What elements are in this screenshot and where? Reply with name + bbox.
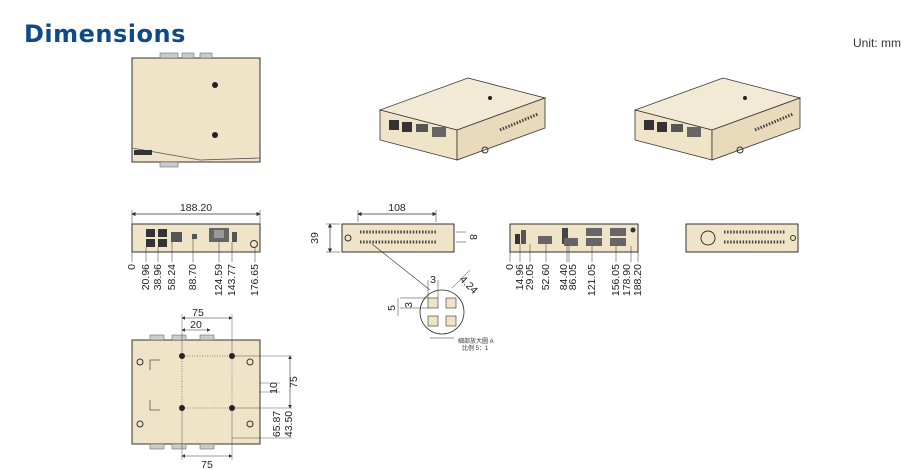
detail-dim-4: 3 — [403, 302, 415, 308]
bottom-dim-right-43-50: 43.50 — [283, 411, 295, 437]
bottom-dim-bottom-75: 75 — [201, 459, 213, 470]
bottom-dim-right-10: 10 — [268, 382, 280, 394]
rear-view: 0 14.96 29.05 52.60 84.40 86.05 121.05 1… — [504, 223, 644, 296]
detail-dim-2: 4.24 — [457, 274, 480, 297]
iso-view-left — [378, 77, 547, 161]
front-tick: 38.96 — [152, 264, 164, 290]
front-tick: 88.70 — [187, 264, 199, 290]
front-view: 188.20 0 20.96 38.96 58.24 88.70 124.59 … — [126, 202, 261, 296]
side-height-label: 39 — [309, 232, 321, 244]
front-tick: 176.65 — [249, 264, 261, 296]
front-width-label: 188.20 — [180, 202, 212, 214]
side-view-right — [685, 223, 799, 253]
rear-tick: 29.05 — [524, 264, 536, 290]
page-title: Dimensions — [24, 20, 186, 48]
rear-tick: 86.05 — [567, 264, 579, 290]
unit-label: Unit: mm — [853, 36, 901, 50]
bottom-dim-right-65-87: 65.87 — [271, 411, 283, 437]
detail-dim-3: 5 — [386, 305, 398, 311]
front-tick: 58.24 — [166, 264, 178, 290]
side-offset-label: 8 — [467, 234, 479, 240]
bottom-dim-top-75: 75 — [192, 307, 204, 319]
bottom-view: 75 20 10 75 65.87 43.50 75 — [131, 307, 300, 470]
rear-tick: 0 — [504, 264, 516, 270]
front-tick: 20.96 — [140, 264, 152, 290]
side-width-label: 108 — [388, 202, 406, 214]
rear-tick: 84.40 — [558, 264, 570, 290]
front-tick: 124.59 — [213, 264, 225, 296]
rear-tick: 52.60 — [540, 264, 552, 290]
rear-tick: 121.05 — [586, 264, 598, 296]
rear-tick: 178.90 — [621, 264, 633, 296]
rear-tick: 188.20 — [632, 264, 644, 296]
bottom-dim-top-20: 20 — [190, 319, 202, 331]
detail-dim-1: 3 — [430, 274, 436, 286]
front-tick: 143.77 — [226, 264, 238, 296]
front-tick: 0 — [126, 264, 138, 270]
iso-view-right — [633, 77, 802, 161]
side-view: 108 39 8 — [309, 202, 479, 291]
detail-caption-line2: 比例 5：1 — [462, 344, 489, 352]
screw-hole-icon — [212, 132, 218, 138]
screw-hole-icon — [212, 82, 218, 88]
bottom-dim-right-75: 75 — [288, 376, 300, 388]
top-view — [131, 52, 261, 168]
rear-tick: 14.96 — [514, 264, 526, 290]
detail-caption-line1: 細部放大圖 A — [458, 337, 494, 345]
rear-tick: 156.05 — [610, 264, 622, 296]
detail-a: 3 4.24 5 3 細部放大圖 A 比例 5：1 — [386, 269, 494, 352]
